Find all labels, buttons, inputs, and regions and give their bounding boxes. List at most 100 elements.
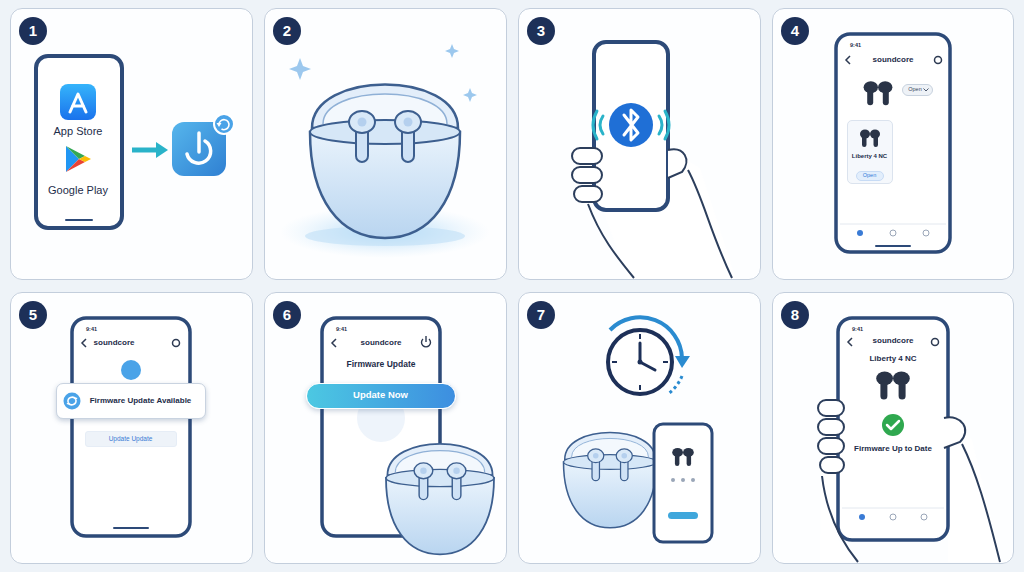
app-phone: [935, 57, 942, 64]
waiting-phone: [672, 448, 694, 466]
hand: [572, 167, 602, 183]
app-store-icon: [60, 84, 96, 120]
panel-ground: [772, 292, 1014, 564]
panel-ground: [772, 8, 1014, 280]
app-phone: [876, 245, 910, 247]
hand: [668, 149, 686, 178]
update-phone: [121, 360, 141, 380]
store-phone: [36, 56, 122, 228]
hand: [818, 419, 844, 435]
status-time: 9:41: [336, 326, 347, 332]
app-phone: [857, 230, 863, 236]
app-phone: [836, 34, 950, 252]
step-panel: 8: [772, 292, 1014, 564]
google-play-icon: [66, 146, 85, 159]
waiting-phone: [668, 512, 698, 519]
refresh-icon: [63, 392, 81, 410]
clock: [612, 334, 668, 390]
firmware-phone: [425, 336, 426, 342]
done-phone: [932, 339, 939, 346]
app-phone: [923, 230, 929, 236]
step-panel: 2: [264, 8, 507, 280]
update-button: Update Now: [306, 383, 456, 409]
step-panel: 1: [10, 8, 253, 280]
app-phone: [840, 224, 946, 225]
soundcore-app-icon: [172, 114, 234, 176]
callout-number: 8: [791, 306, 799, 323]
hand: [572, 148, 732, 278]
waiting-phone: [681, 478, 685, 482]
callout-circle: 4: [781, 17, 809, 45]
waiting-phone: [654, 424, 712, 542]
update-link: Update Update: [85, 431, 177, 447]
app-brand: soundcore: [94, 338, 135, 347]
status-time: 9:41: [852, 326, 863, 332]
chev-icon: [923, 88, 929, 92]
dropdown-pill: Open: [902, 84, 933, 96]
device-name: Liberty 4 NC: [869, 354, 916, 363]
panel-ground: [10, 8, 1014, 564]
done-phone: [838, 318, 948, 540]
callout-number: 7: [537, 306, 545, 323]
done-phone: [842, 508, 944, 509]
done-phone: [838, 318, 948, 540]
soundcore-app-icon: [219, 120, 229, 130]
illustration: [310, 85, 460, 239]
download-arrow: [132, 148, 157, 153]
firmware-phone: [332, 339, 336, 347]
update-phone: [173, 340, 180, 347]
callout-circle: 8: [781, 301, 809, 329]
clock: [610, 317, 682, 358]
button-text: Update Now: [353, 390, 408, 401]
bluetooth-phone: [609, 103, 653, 147]
button-text: Open: [863, 172, 876, 178]
callout-number: 2: [283, 22, 291, 39]
status-time: 9:41: [86, 326, 97, 332]
app-phone: [836, 34, 950, 252]
sparkle: [289, 44, 477, 102]
callout-circle: 3: [527, 17, 555, 45]
store-name: Google Play: [48, 184, 108, 197]
bluetooth-phone: [593, 111, 669, 139]
panel-ground: [518, 292, 761, 564]
app-phone: [864, 81, 893, 105]
done-phone: [848, 338, 852, 346]
store-phone: [36, 56, 122, 228]
callout-number: 5: [29, 306, 37, 323]
hand: [820, 457, 844, 473]
sparkle: [289, 58, 311, 80]
store-name: App Store: [54, 125, 103, 138]
update-phone: [114, 527, 148, 529]
soundcore-app-icon: [217, 123, 222, 127]
app-phone: [890, 230, 896, 236]
bluetooth-phone: [593, 42, 669, 210]
hand: [818, 400, 1000, 562]
app-store-icon: [70, 94, 86, 112]
device-name: Liberty 4 NC: [852, 153, 887, 160]
soundcore-app-icon: [214, 114, 234, 134]
waiting-phone: [671, 478, 675, 482]
download-arrow: [132, 142, 168, 158]
step-panel: 3: [518, 8, 761, 280]
app-store-icon: [60, 84, 96, 120]
sparkle: [445, 44, 459, 58]
panel-ground: [10, 292, 253, 564]
clock: [638, 360, 643, 365]
step-panel: 4OpenLiberty 4 NCOpen: [772, 8, 1014, 280]
app-brand: soundcore: [873, 336, 914, 345]
hand: [574, 186, 602, 202]
clock: [675, 356, 690, 368]
app-brand: soundcore: [873, 55, 914, 64]
status-message: Firmware Up to Date: [854, 444, 932, 453]
hand: [962, 444, 1000, 562]
hand: [818, 400, 844, 416]
panel-ground: [10, 8, 253, 280]
callout-number: 6: [283, 306, 291, 323]
soundcore-app-icon: [197, 133, 201, 152]
open-button: Open: [856, 171, 884, 181]
buds-icon: [859, 128, 881, 148]
bluetooth-phone: [624, 110, 638, 140]
clock: [640, 343, 655, 370]
store-phone: [66, 219, 92, 221]
